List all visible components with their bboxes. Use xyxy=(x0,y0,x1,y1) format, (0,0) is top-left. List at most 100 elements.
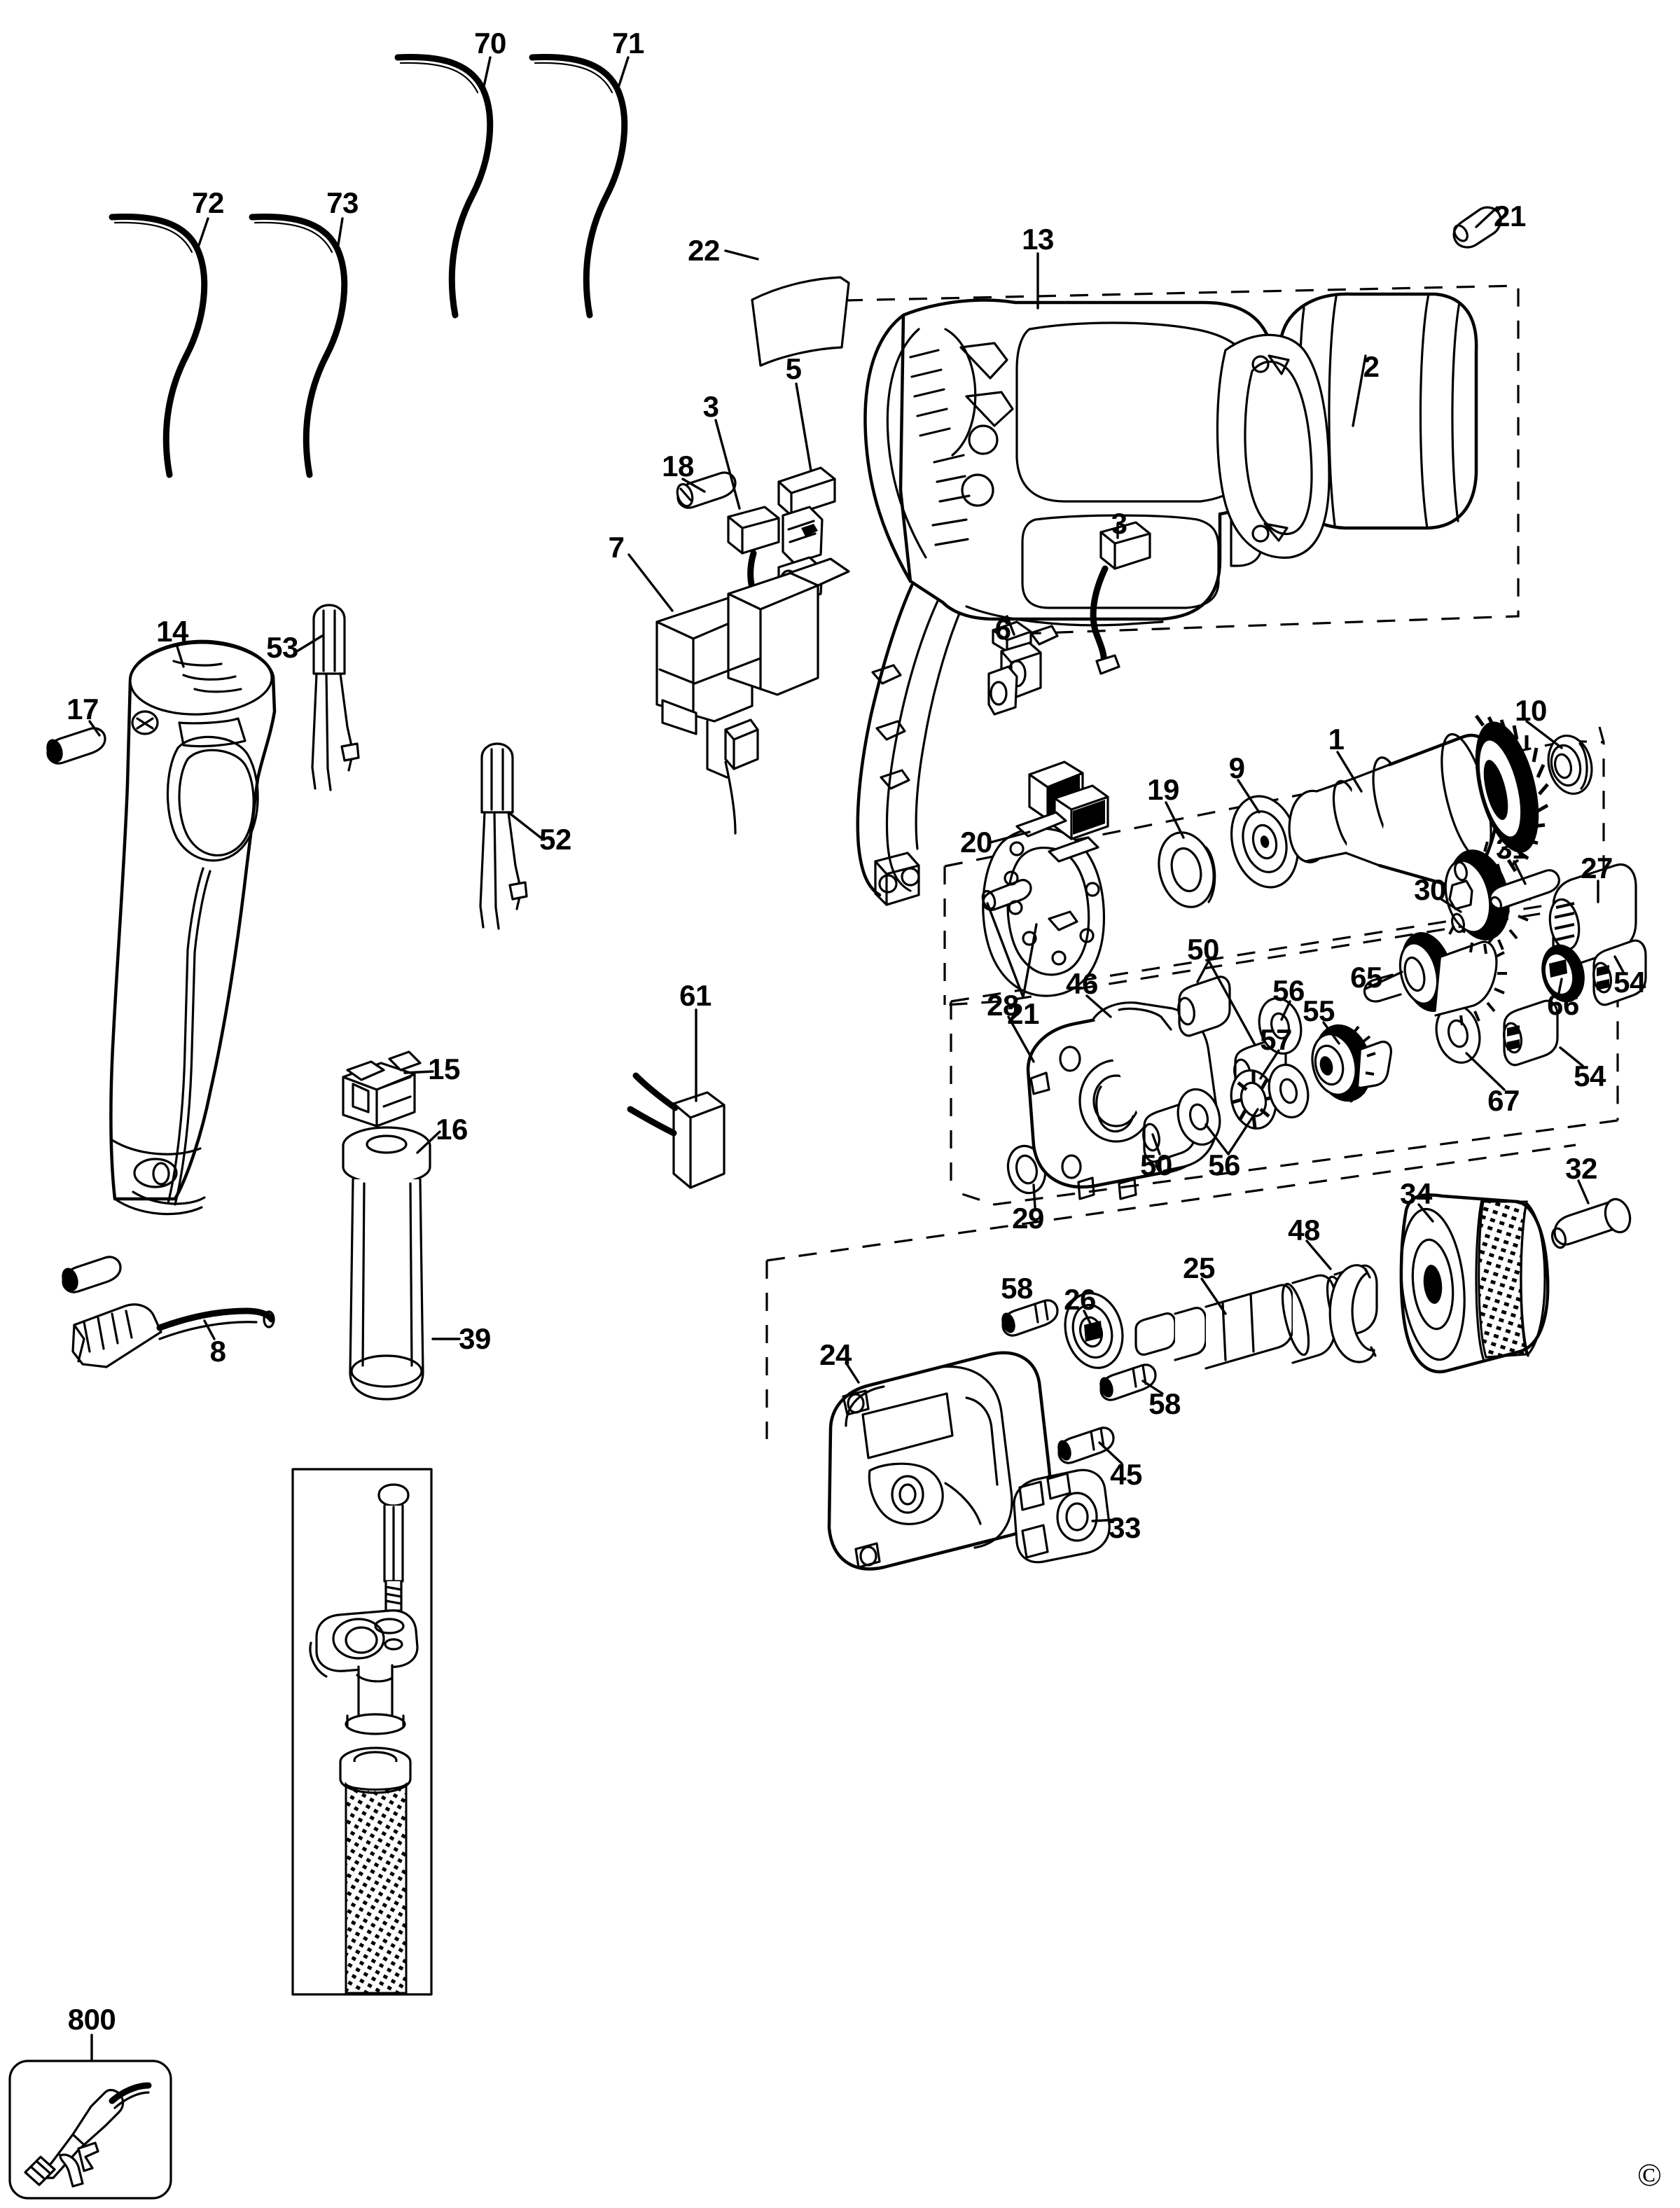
callout-trigger-switch-7: 7 xyxy=(608,531,625,564)
group-box-chuck xyxy=(765,1144,1576,1439)
part-66-spacer xyxy=(1541,944,1585,1003)
callout-bent-wire-rod-71: 71 xyxy=(612,27,644,60)
callout-gear-30: 30 xyxy=(1414,873,1446,906)
callout-field-stator-2: 2 xyxy=(1363,350,1380,383)
callout-depth-stop-clamp-33: 33 xyxy=(1109,1511,1141,1544)
callout-bent-wire-rod-72: 72 xyxy=(192,186,224,219)
callout-bent-wire-rod-70: 70 xyxy=(474,27,506,60)
copyright-mark: © xyxy=(1637,2157,1662,2193)
callout-screw-17: 17 xyxy=(67,693,99,725)
callout-pin-21b: 21 xyxy=(1007,997,1039,1030)
callout-screw-58b: 58 xyxy=(1148,1387,1181,1420)
part-21-pin-left xyxy=(981,879,1032,911)
callout-bent-wire-rod-73: 73 xyxy=(326,186,359,219)
part-19-washer xyxy=(1158,831,1216,908)
part-7-trigger-switch xyxy=(655,557,850,835)
part-8-power-cord xyxy=(71,1303,275,1368)
part-56-washer-a xyxy=(1258,997,1303,1055)
part-54-bushing-b xyxy=(1503,999,1559,1067)
part-26-ball-bearing xyxy=(1064,1292,1124,1369)
part-52-spring-pin xyxy=(479,742,528,930)
callout-connector-block-3a: 3 xyxy=(702,390,719,423)
part-24-gear-case-housing xyxy=(827,1351,1052,1571)
callout-brush-ring-assembly-20: 20 xyxy=(960,826,992,859)
callout-keyed-chuck-34: 34 xyxy=(1400,1177,1432,1210)
part-56-washer-c xyxy=(1268,1063,1310,1119)
callout-spacer-66: 66 xyxy=(1547,988,1579,1021)
callout-roll-pin-31: 31 xyxy=(1496,832,1528,865)
callout-screw-18: 18 xyxy=(662,450,694,482)
part-71-wire-rod xyxy=(529,53,628,319)
callout-side-handle-assembly-39: 39 xyxy=(459,1322,491,1355)
callout-carbon-brush-61: 61 xyxy=(679,979,711,1012)
part-2-field-stator xyxy=(1216,292,1478,559)
callout-power-cord-8: 8 xyxy=(209,1335,226,1368)
part-16-handle-rod xyxy=(342,1126,431,1401)
part-73-wire-rod xyxy=(249,213,348,478)
part-58-screw-a xyxy=(1001,1299,1059,1337)
callout-pinion-gear-65: 65 xyxy=(1350,961,1382,994)
callout-gear-case-housing-24: 24 xyxy=(819,1338,852,1371)
part-5-switch-terminal xyxy=(777,466,836,605)
leader-lines xyxy=(88,56,1625,2062)
callout-ball-bearing-26: 26 xyxy=(1064,1283,1096,1316)
callout-spring-pin-52: 52 xyxy=(539,823,571,856)
part-10-ball-bearing xyxy=(1547,735,1593,795)
part-72-wire-rod xyxy=(109,213,208,478)
callout-chuck-screw-32: 32 xyxy=(1565,1152,1597,1185)
part-17-screw-lower xyxy=(62,1256,122,1293)
part-34-keyed-chuck xyxy=(1399,1193,1550,1374)
part-20-brush-ring xyxy=(981,761,1109,997)
callout-bushing-54a: 54 xyxy=(1613,966,1646,999)
callout-clamp-15: 15 xyxy=(428,1053,460,1085)
callout-brush-holder-6: 6 xyxy=(994,613,1011,646)
part-14-side-handle xyxy=(109,639,277,1216)
callout-dowel-pin-50a: 50 xyxy=(1187,933,1219,966)
callout-connector-block-3b: 3 xyxy=(1111,507,1127,540)
callout-gear-case-28: 28 xyxy=(987,989,1019,1022)
callout-armature-1: 1 xyxy=(1328,723,1345,756)
part-53-spring-pin xyxy=(311,604,360,791)
callout-dowel-pin-50b: 50 xyxy=(1140,1148,1172,1181)
callout-handle-rod-16: 16 xyxy=(436,1113,468,1146)
callout-spring-pin-53: 53 xyxy=(266,631,298,664)
part-15-clamp xyxy=(342,1050,422,1127)
part-18-screw xyxy=(676,471,737,509)
callout-clutch-gear-55: 55 xyxy=(1303,994,1335,1027)
part-70-wire-rod xyxy=(394,53,494,319)
group-box-armature xyxy=(943,726,1605,1006)
callout-needle-bearing-27: 27 xyxy=(1581,852,1613,884)
part-32-chuck-screw xyxy=(1550,1197,1632,1249)
part-1-armature xyxy=(1288,732,1501,889)
part-48-retaining-ring xyxy=(1328,1264,1377,1363)
group-box-gearbox xyxy=(950,894,1619,1206)
part-3-connector-b xyxy=(1090,521,1151,675)
callout-clutch-plate-57: 57 xyxy=(1260,1023,1292,1056)
callout-spindle-25: 25 xyxy=(1183,1251,1215,1284)
part-45-screw xyxy=(1057,1426,1115,1464)
part-6-brush-holder xyxy=(987,620,1059,716)
callout-motor-housing-13: 13 xyxy=(1022,223,1054,256)
callout-switch-terminal-5: 5 xyxy=(785,352,802,385)
part-54-bushing-a xyxy=(1592,939,1647,1006)
callout-side-handle-14: 14 xyxy=(156,615,188,648)
part-50-dowel-pin-a xyxy=(1177,975,1231,1037)
part-33-depth-stop-clamp xyxy=(1013,1468,1111,1564)
callout-retaining-ring-48: 48 xyxy=(1288,1214,1320,1247)
part-22-nameplate xyxy=(751,276,850,367)
callout-washer-67: 67 xyxy=(1487,1084,1520,1117)
callout-washer-56a: 56 xyxy=(1272,974,1305,1007)
part-17-screw xyxy=(46,727,106,765)
callout-washer-56b: 56 xyxy=(1208,1148,1240,1181)
callout-gear-case-gasket-46: 46 xyxy=(1066,967,1098,1000)
callout-bushing-54b: 54 xyxy=(1574,1060,1606,1092)
callout-nameplate-label-22: 22 xyxy=(688,234,720,267)
callout-seal-ring-29: 29 xyxy=(1012,1202,1044,1235)
callout-bearing-10: 10 xyxy=(1515,694,1547,727)
part-61-carbon-brush xyxy=(627,1072,726,1189)
callout-fan-baffle-9: 9 xyxy=(1228,751,1245,784)
callout-screw-45: 45 xyxy=(1110,1458,1142,1491)
part-31-roll-pin xyxy=(1489,869,1560,912)
